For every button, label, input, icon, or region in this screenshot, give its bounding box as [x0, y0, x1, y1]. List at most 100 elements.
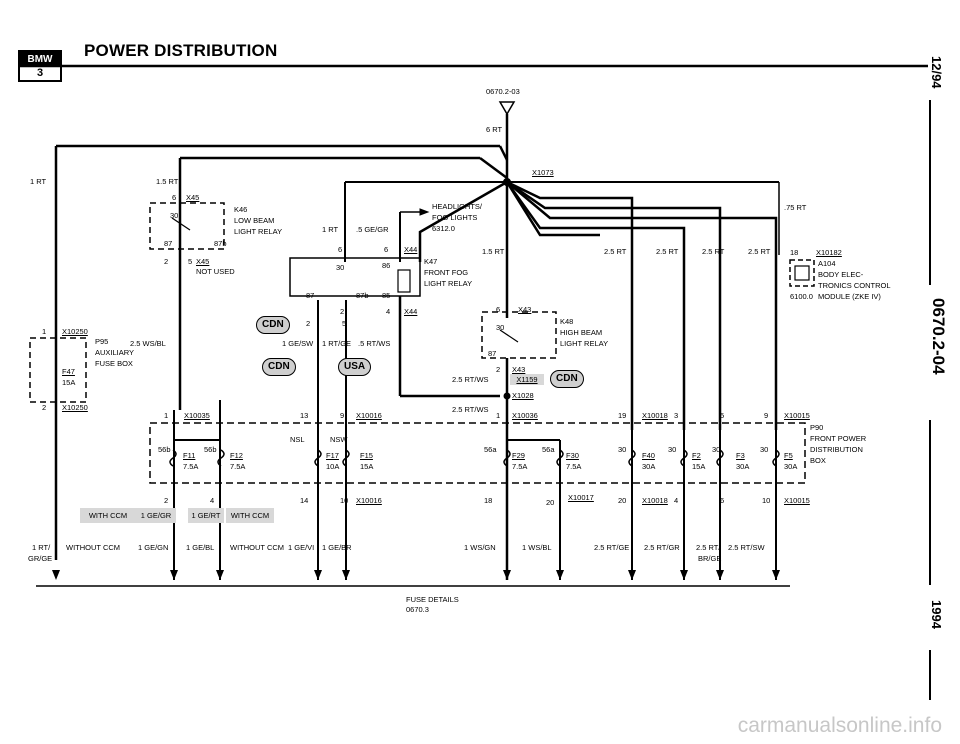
fuse-rating: 10A: [326, 462, 340, 471]
fuse-rating: 7.5A: [566, 462, 582, 471]
pin-number: 6: [496, 305, 501, 314]
output-label: WITHOUT CCM: [230, 543, 285, 552]
pin-number: 2: [164, 496, 169, 505]
fuse-rating: 15A: [62, 378, 76, 387]
component-desc: LIGHT RELAY: [234, 227, 283, 236]
pin-number: 2: [340, 307, 345, 316]
fuse-rating: 7.5A: [512, 462, 528, 471]
component-title: P90: [810, 423, 824, 432]
pin-number: 4: [386, 307, 391, 316]
wire-label: 1 RT: [322, 225, 339, 234]
fuse-label: F3: [736, 451, 745, 460]
pin-number: 30: [336, 263, 345, 272]
output-label: 2.5 RT/GR: [644, 543, 680, 552]
component-desc: AUXILIARY: [95, 348, 135, 357]
pin-number: 14: [300, 496, 309, 505]
pin-number: 30: [668, 445, 677, 454]
fuse-details-code: 0670.3: [406, 605, 429, 614]
pin-number: 6: [720, 496, 725, 505]
component-desc: FOG LIGHTS: [432, 213, 478, 222]
component-ref: 6100.0: [790, 292, 813, 301]
component-desc: FRONT POWER: [810, 434, 867, 443]
fuse-label: F17: [326, 451, 339, 460]
connector-label: X10015: [784, 496, 810, 505]
connector-label: X10250: [62, 403, 88, 412]
component-desc: MODULE (ZKE IV): [818, 292, 881, 301]
fuse-details-ref: FUSE DETAILS: [406, 595, 459, 604]
component-desc: HEADLIGHTS/: [432, 202, 483, 211]
wire-label: 2.5 RT/WS: [452, 405, 489, 414]
fuse-label: F30: [566, 451, 579, 460]
pin-number: 30: [170, 211, 179, 220]
fuse-label: F5: [784, 451, 793, 460]
fuse-rating: 15A: [360, 462, 374, 471]
output-label: 2.5 RT/SW: [728, 543, 765, 552]
pin-number: 86: [382, 261, 391, 270]
pin-number: 30: [760, 445, 769, 454]
component-desc: BOX: [810, 456, 826, 465]
pin-number: 56a: [484, 445, 497, 454]
fuse-rating: 30A: [784, 462, 798, 471]
page-title: POWER DISTRIBUTION: [84, 41, 278, 60]
fuse-label: F29: [512, 451, 525, 460]
wire-label: .75 RT: [784, 203, 807, 212]
wire-label: .5 RT/WS: [358, 339, 391, 348]
wire-label: 2.5 RT: [604, 247, 627, 256]
pin-number: 87b: [356, 291, 369, 300]
pin-number: 1: [496, 411, 501, 420]
wire-label: 2.5 RT: [702, 247, 725, 256]
wire-label: .5 GE/GR: [356, 225, 389, 234]
pin-number: 6: [338, 245, 343, 254]
pin-number: 2: [42, 403, 47, 412]
pin-number: 10: [762, 496, 771, 505]
connector-label: X10018: [642, 496, 668, 505]
logo-series: 3: [20, 67, 60, 80]
fuse-label: F47: [62, 367, 75, 376]
usa-badge: USA: [338, 358, 372, 376]
cdn-badge: CDN: [262, 358, 296, 376]
pin-number: 5: [188, 257, 193, 266]
variant-label: 1 GE/GR: [136, 508, 176, 523]
component-desc: TRONICS CONTROL: [818, 281, 891, 290]
component-desc: BODY ELEC-: [818, 270, 864, 279]
component-title: P95: [95, 337, 109, 346]
component-desc: FRONT FOG: [424, 268, 469, 277]
cdn-badge: CDN: [256, 316, 290, 334]
wire-label: 2.5 WS/BL: [130, 339, 166, 348]
output-label: BR/GE: [698, 554, 722, 563]
component-desc: 6312.0: [432, 224, 455, 233]
pin-number: 87: [164, 239, 173, 248]
wire-label: 1 RT: [30, 177, 47, 186]
fuse-label: F11: [183, 451, 196, 460]
pin-number: 4: [674, 496, 679, 505]
wire-label: 1.5 RT: [156, 177, 179, 186]
pin-number: 19: [618, 411, 627, 420]
pin-number: 30: [496, 323, 505, 332]
output-label: 1 GE/GN: [138, 543, 169, 552]
pin-number: 18: [484, 496, 493, 505]
wire-label: 1 GE/SW: [282, 339, 314, 348]
component-desc: LIGHT RELAY: [424, 279, 473, 288]
cdn-badge: CDN: [550, 370, 584, 388]
fuse-label: F2: [692, 451, 701, 460]
pin-number: 13: [300, 411, 309, 420]
pin-number: 87b: [214, 239, 227, 248]
pin-label: NSW: [330, 435, 348, 444]
connector-label: X1073: [532, 168, 554, 177]
output-label: 1 GE/VI: [288, 543, 315, 552]
pin-number: 5: [342, 319, 347, 328]
fuse-rating: 15A: [692, 462, 706, 471]
pin-number: 30: [618, 445, 627, 454]
output-label: WITHOUT CCM: [66, 543, 121, 552]
watermark: carmanualsonline.info: [737, 714, 942, 737]
pin-number: 9: [764, 411, 769, 420]
pin-number: 1: [42, 327, 47, 336]
fuse-rating: 30A: [736, 462, 750, 471]
pin-number: 9: [340, 411, 345, 420]
pin-number: 56b: [204, 445, 217, 454]
connector-label: X10035: [184, 411, 210, 420]
pin-number: 87: [488, 349, 497, 358]
output-label: 1 GE/BR: [322, 543, 352, 552]
